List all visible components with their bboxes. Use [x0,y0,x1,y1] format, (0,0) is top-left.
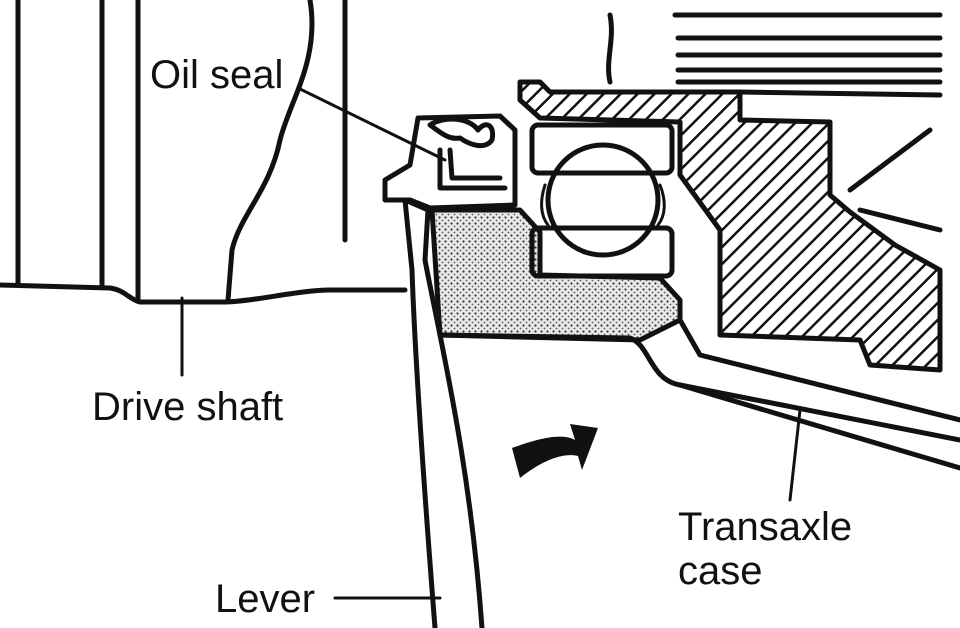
transaxle-label-line1: Transaxle [678,505,852,549]
curved-arrow-icon [512,424,598,478]
transaxle-leader [788,408,802,502]
housing [517,12,943,373]
transaxle-label-line2: case [678,549,763,593]
drive-shaft-label: Drive shaft [92,385,283,429]
transaxle-case [429,207,960,471]
lever-label: Lever [215,577,315,621]
oil-seal-leader [296,86,447,162]
oil-seal [382,113,518,211]
oil-seal-label: Oil seal [150,53,283,97]
lever [402,197,485,628]
drive-shaft [0,0,408,305]
bearing-ball [545,142,661,258]
bearing [529,122,675,279]
